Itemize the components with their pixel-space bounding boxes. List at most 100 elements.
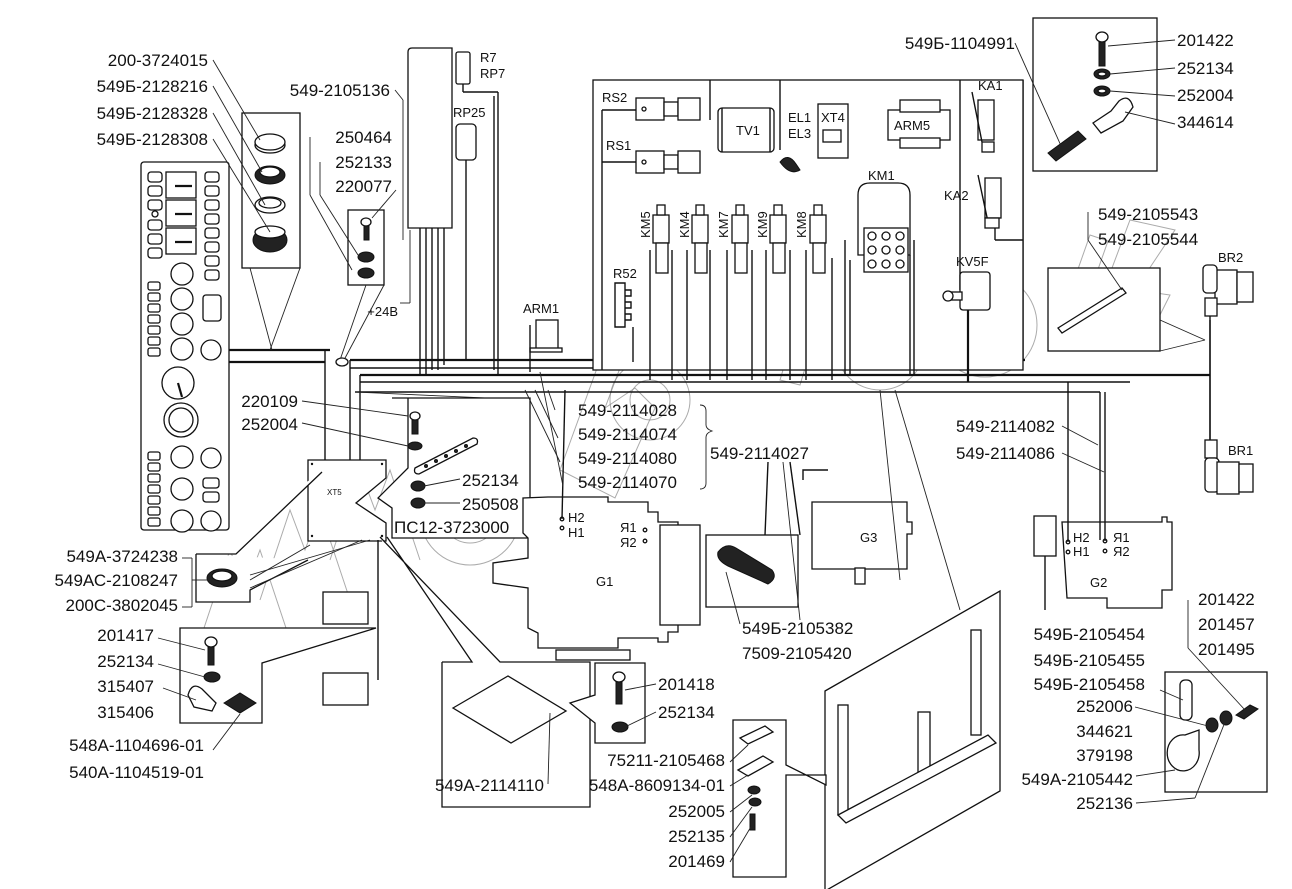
lamp-el — [779, 157, 801, 173]
callout-549a-2105442: 549А-2105442 — [1021, 770, 1133, 789]
callout-200-3724015: 200-3724015 — [108, 51, 208, 70]
callout-549b-2105458: 549Б-2105458 — [1034, 675, 1145, 694]
left-clamp-set — [157, 627, 377, 751]
ref-g1-ya2: Я2 — [620, 535, 637, 550]
ref-kv5f: KV5F — [956, 254, 989, 269]
generator-g2 — [1033, 382, 1173, 610]
callout-252133: 252133 — [335, 153, 392, 172]
callout-549-2114074: 549-2114074 — [578, 425, 677, 444]
relay-ka2 — [977, 174, 1023, 241]
callout-252134-bolt: 252134 — [658, 703, 715, 722]
ref-g2-h2: H2 — [1073, 530, 1090, 545]
generator-g3 — [802, 469, 913, 585]
ref-rs2: RS2 — [602, 90, 627, 105]
ref-xt4: XT4 — [821, 110, 845, 125]
ref-rs1: RS1 — [606, 138, 631, 153]
ref-br1: BR1 — [1228, 443, 1253, 458]
callout-549a-3724238: 549А-3724238 — [66, 547, 178, 566]
callout-548a-1104696-01: 548А-1104696-01 — [69, 736, 204, 755]
callout-252136: 252136 — [1076, 794, 1133, 813]
callout-344621: 344621 — [1076, 722, 1133, 741]
callout-201422-top: 201422 — [1177, 31, 1234, 50]
callout-540a-1104519-01: 540А-1104519-01 — [69, 763, 204, 782]
terminal-block-xt5 — [301, 397, 531, 542]
callout-549-2114027: 549-2114027 — [710, 444, 809, 463]
callout-549-2105543: 549-2105543 — [1098, 205, 1198, 224]
ref-g2-ya2: Я2 — [1113, 544, 1130, 559]
ref-xt5: XT5 — [327, 488, 342, 497]
callout-201417: 201417 — [97, 626, 154, 645]
left-grommet — [182, 471, 379, 706]
harness-panel — [394, 47, 499, 375]
callout-252004: 252004 — [241, 415, 298, 434]
callout-201422-right: 201422 — [1198, 590, 1255, 609]
relay-panel — [592, 79, 1024, 382]
shunt-rs1 — [601, 110, 701, 370]
right-clamp-set — [1134, 600, 1268, 804]
ref-g2-h1: H1 — [1073, 544, 1090, 559]
ref-br2: BR2 — [1218, 250, 1243, 265]
callout-549-2114080: 549-2114080 — [578, 449, 677, 468]
callout-7509-2105420: 7509-2105420 — [742, 644, 852, 663]
ref-g1-ya1: Я1 — [620, 520, 637, 535]
relay-arm1 — [529, 319, 563, 372]
callout-549a-2114110: 549А-2114110 — [435, 776, 544, 795]
indicator-lamps-column-left — [147, 171, 163, 527]
callout-549-2114082: 549-2114082 — [956, 417, 1055, 436]
callout-549b-2128328: 549Б-2128328 — [97, 104, 208, 123]
callout-252005: 252005 — [668, 802, 725, 821]
sensor-br2 — [1202, 264, 1254, 317]
shunt-rs2 — [602, 97, 701, 121]
contactor-km1 — [844, 182, 915, 375]
callout-252135: 252135 — [668, 827, 725, 846]
callout-201495: 201495 — [1198, 640, 1255, 659]
generator-g1 — [492, 389, 701, 661]
callout-549ac-2108247: 549АС-2108247 — [55, 571, 178, 590]
ref-arm1: ARM1 — [523, 301, 559, 316]
fastener-set-top-right — [1014, 17, 1176, 172]
bolt-set — [568, 662, 657, 744]
callout-548a-8609134-01: 548А-8609134-01 — [589, 776, 725, 795]
gauges — [161, 262, 222, 533]
callout-344614: 344614 — [1177, 113, 1234, 132]
callout-200c-3802045: 200С-3802045 — [66, 596, 178, 615]
ref-tv1: TV1 — [736, 123, 760, 138]
callout-549b-2105382: 549Б-2105382 — [742, 619, 853, 638]
bracket-set — [729, 719, 827, 878]
sensor-harness — [1047, 212, 1254, 495]
relay-arm5 — [887, 99, 951, 149]
instrument-panel — [140, 161, 230, 533]
ref-g2: G2 — [1090, 575, 1107, 590]
callout-250464: 250464 — [335, 128, 392, 147]
switch-block — [165, 171, 197, 255]
ref-km5: KM5 — [638, 211, 653, 238]
callout-252004-top: 252004 — [1177, 86, 1234, 105]
callout-549b-2128308: 549Б-2128308 — [97, 130, 208, 149]
callout-75211-2105468: 75211-2105468 — [607, 751, 725, 770]
relay-kv5f — [942, 271, 991, 382]
callout-250508: 250508 — [462, 495, 519, 514]
callout-harness-main: 549-2105136 — [290, 81, 390, 100]
ref-arm5: ARM5 — [894, 118, 930, 133]
ref-g2-ya1: Я1 — [1113, 530, 1130, 545]
callout-549b-2105455: 549Б-2105455 — [1034, 651, 1145, 670]
ref-ka1: KA1 — [978, 78, 1003, 93]
callout-549-2114028: 549-2114028 — [578, 401, 677, 420]
callout-201457: 201457 — [1198, 615, 1255, 634]
callout-252134-top: 252134 — [1177, 59, 1234, 78]
callout-252134-strip: 252134 — [462, 471, 519, 490]
coil-box — [705, 461, 801, 625]
callout-315406: 315406 — [97, 703, 154, 722]
ref-rp25: RP25 — [453, 105, 486, 120]
transformer-tv1 — [717, 107, 775, 153]
callout-252006: 252006 — [1076, 697, 1133, 716]
callout-549b-1104991: 549Б-1104991 — [905, 34, 1015, 53]
ref-g1: G1 — [596, 574, 613, 589]
ref-km4: KM4 — [677, 211, 692, 238]
mounting-bracket — [824, 389, 1001, 889]
leader-lines — [212, 59, 714, 490]
ref-km8: KM8 — [794, 211, 809, 238]
indicator-lamps-column-right — [202, 171, 222, 322]
ref-ka2: KA2 — [944, 188, 969, 203]
